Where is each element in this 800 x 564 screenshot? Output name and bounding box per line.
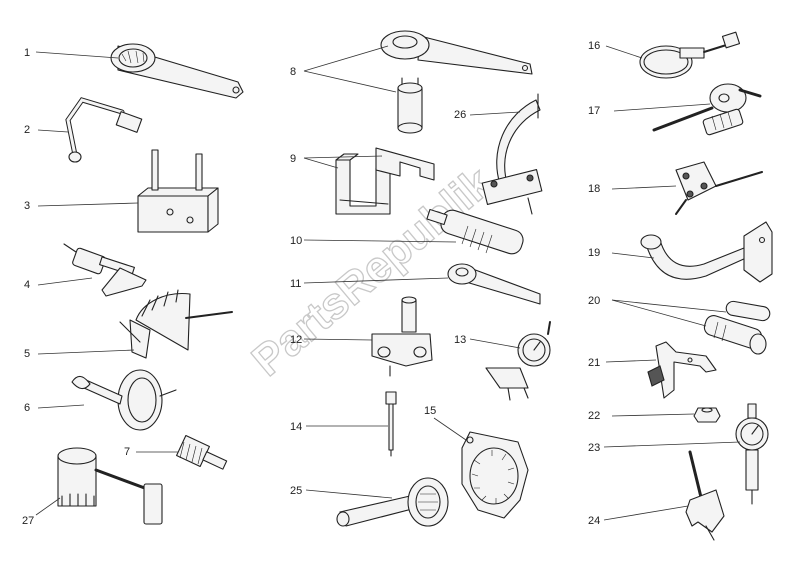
callout-6: 6: [24, 402, 30, 414]
leader-19: [611, 252, 655, 259]
leader-8b: [303, 70, 397, 93]
callout-7: 7: [124, 446, 130, 458]
part-17-puller: [652, 83, 762, 136]
part-10-handle-tool: [426, 208, 524, 255]
leader-25: [305, 489, 393, 499]
part-22-small-nut: [693, 407, 721, 423]
leader-21: [605, 359, 657, 363]
callout-21: 21: [588, 357, 600, 369]
leader-17: [613, 103, 711, 112]
part-3-stud-plate: [137, 149, 219, 233]
callout-27: 27: [22, 515, 34, 527]
callout-4: 4: [24, 279, 30, 291]
leader-18: [611, 185, 677, 190]
part-26-arc-bracket: [481, 93, 543, 215]
callout-26: 26: [454, 109, 466, 121]
callout-24: 24: [588, 515, 600, 527]
leader-9a: [303, 157, 339, 169]
callout-10: 10: [290, 235, 302, 247]
callout-3: 3: [24, 200, 30, 212]
leader-24: [603, 505, 689, 521]
part-2-bent-rod: [65, 97, 143, 163]
leader-1: [35, 51, 119, 59]
leader-22: [611, 413, 695, 417]
part-16-strap-wrench: [639, 31, 741, 79]
callout-18: 18: [588, 183, 600, 195]
part-1-ring-wrench: [110, 43, 244, 99]
leader-16: [605, 45, 643, 59]
leader-2: [37, 129, 69, 133]
leader-27: [35, 497, 61, 516]
callout-15: 15: [424, 405, 436, 417]
part-21-angle-bracket: [647, 341, 717, 399]
part-4-puller: [63, 243, 147, 297]
leader-3: [37, 202, 139, 207]
part-7-knurled-pin: [176, 434, 228, 470]
callout-8: 8: [290, 66, 296, 78]
leader-26: [469, 111, 521, 116]
leader-4: [37, 277, 93, 286]
callout-1: 1: [24, 47, 30, 59]
part-24-fork-rod: [685, 450, 725, 541]
part-25-socket-bar: [336, 477, 449, 527]
callout-25: 25: [290, 485, 302, 497]
leader-23: [603, 441, 741, 448]
part-27-castellated-tool: [57, 447, 163, 525]
callout-14: 14: [290, 421, 302, 433]
part-20-pins: [703, 300, 771, 355]
callout-5: 5: [24, 348, 30, 360]
callout-22: 22: [588, 410, 600, 422]
callout-20: 20: [588, 295, 600, 307]
leader-20a: [611, 299, 727, 313]
part-15-toothed-ring: [461, 431, 529, 519]
part-11-offset-spanner: [447, 263, 541, 305]
leader-6: [37, 404, 85, 409]
leader-8a: [303, 45, 389, 72]
part-6-clamp-ring: [71, 369, 177, 431]
part-5-degree-wheel: [119, 289, 233, 359]
leader-9b: [303, 155, 383, 159]
part-18-bolt-bracket: [675, 161, 763, 215]
part-23-dial-indicator: [735, 403, 769, 505]
part-14-long-pin: [385, 391, 397, 457]
leader-15: [433, 417, 467, 441]
callout-12: 12: [290, 334, 302, 346]
part-8-pin-spanner: [380, 30, 533, 134]
callout-11: 11: [290, 278, 301, 290]
part-12-holder: [371, 296, 433, 377]
leader-10: [303, 239, 457, 243]
callout-16: 16: [588, 40, 600, 52]
callout-17: 17: [588, 105, 600, 117]
callout-19: 19: [588, 247, 600, 259]
callout-9: 9: [290, 153, 296, 165]
callout-23: 23: [588, 442, 600, 454]
leader-12: [303, 338, 373, 341]
leader-5: [37, 349, 135, 355]
part-19-u-clamp: [640, 221, 773, 283]
callout-13: 13: [454, 334, 466, 346]
callout-2: 2: [24, 124, 30, 136]
leader-11: [303, 277, 449, 284]
leader-20b: [611, 299, 707, 327]
leader-13: [469, 338, 521, 349]
part-13-dial-gauge: [485, 321, 551, 401]
